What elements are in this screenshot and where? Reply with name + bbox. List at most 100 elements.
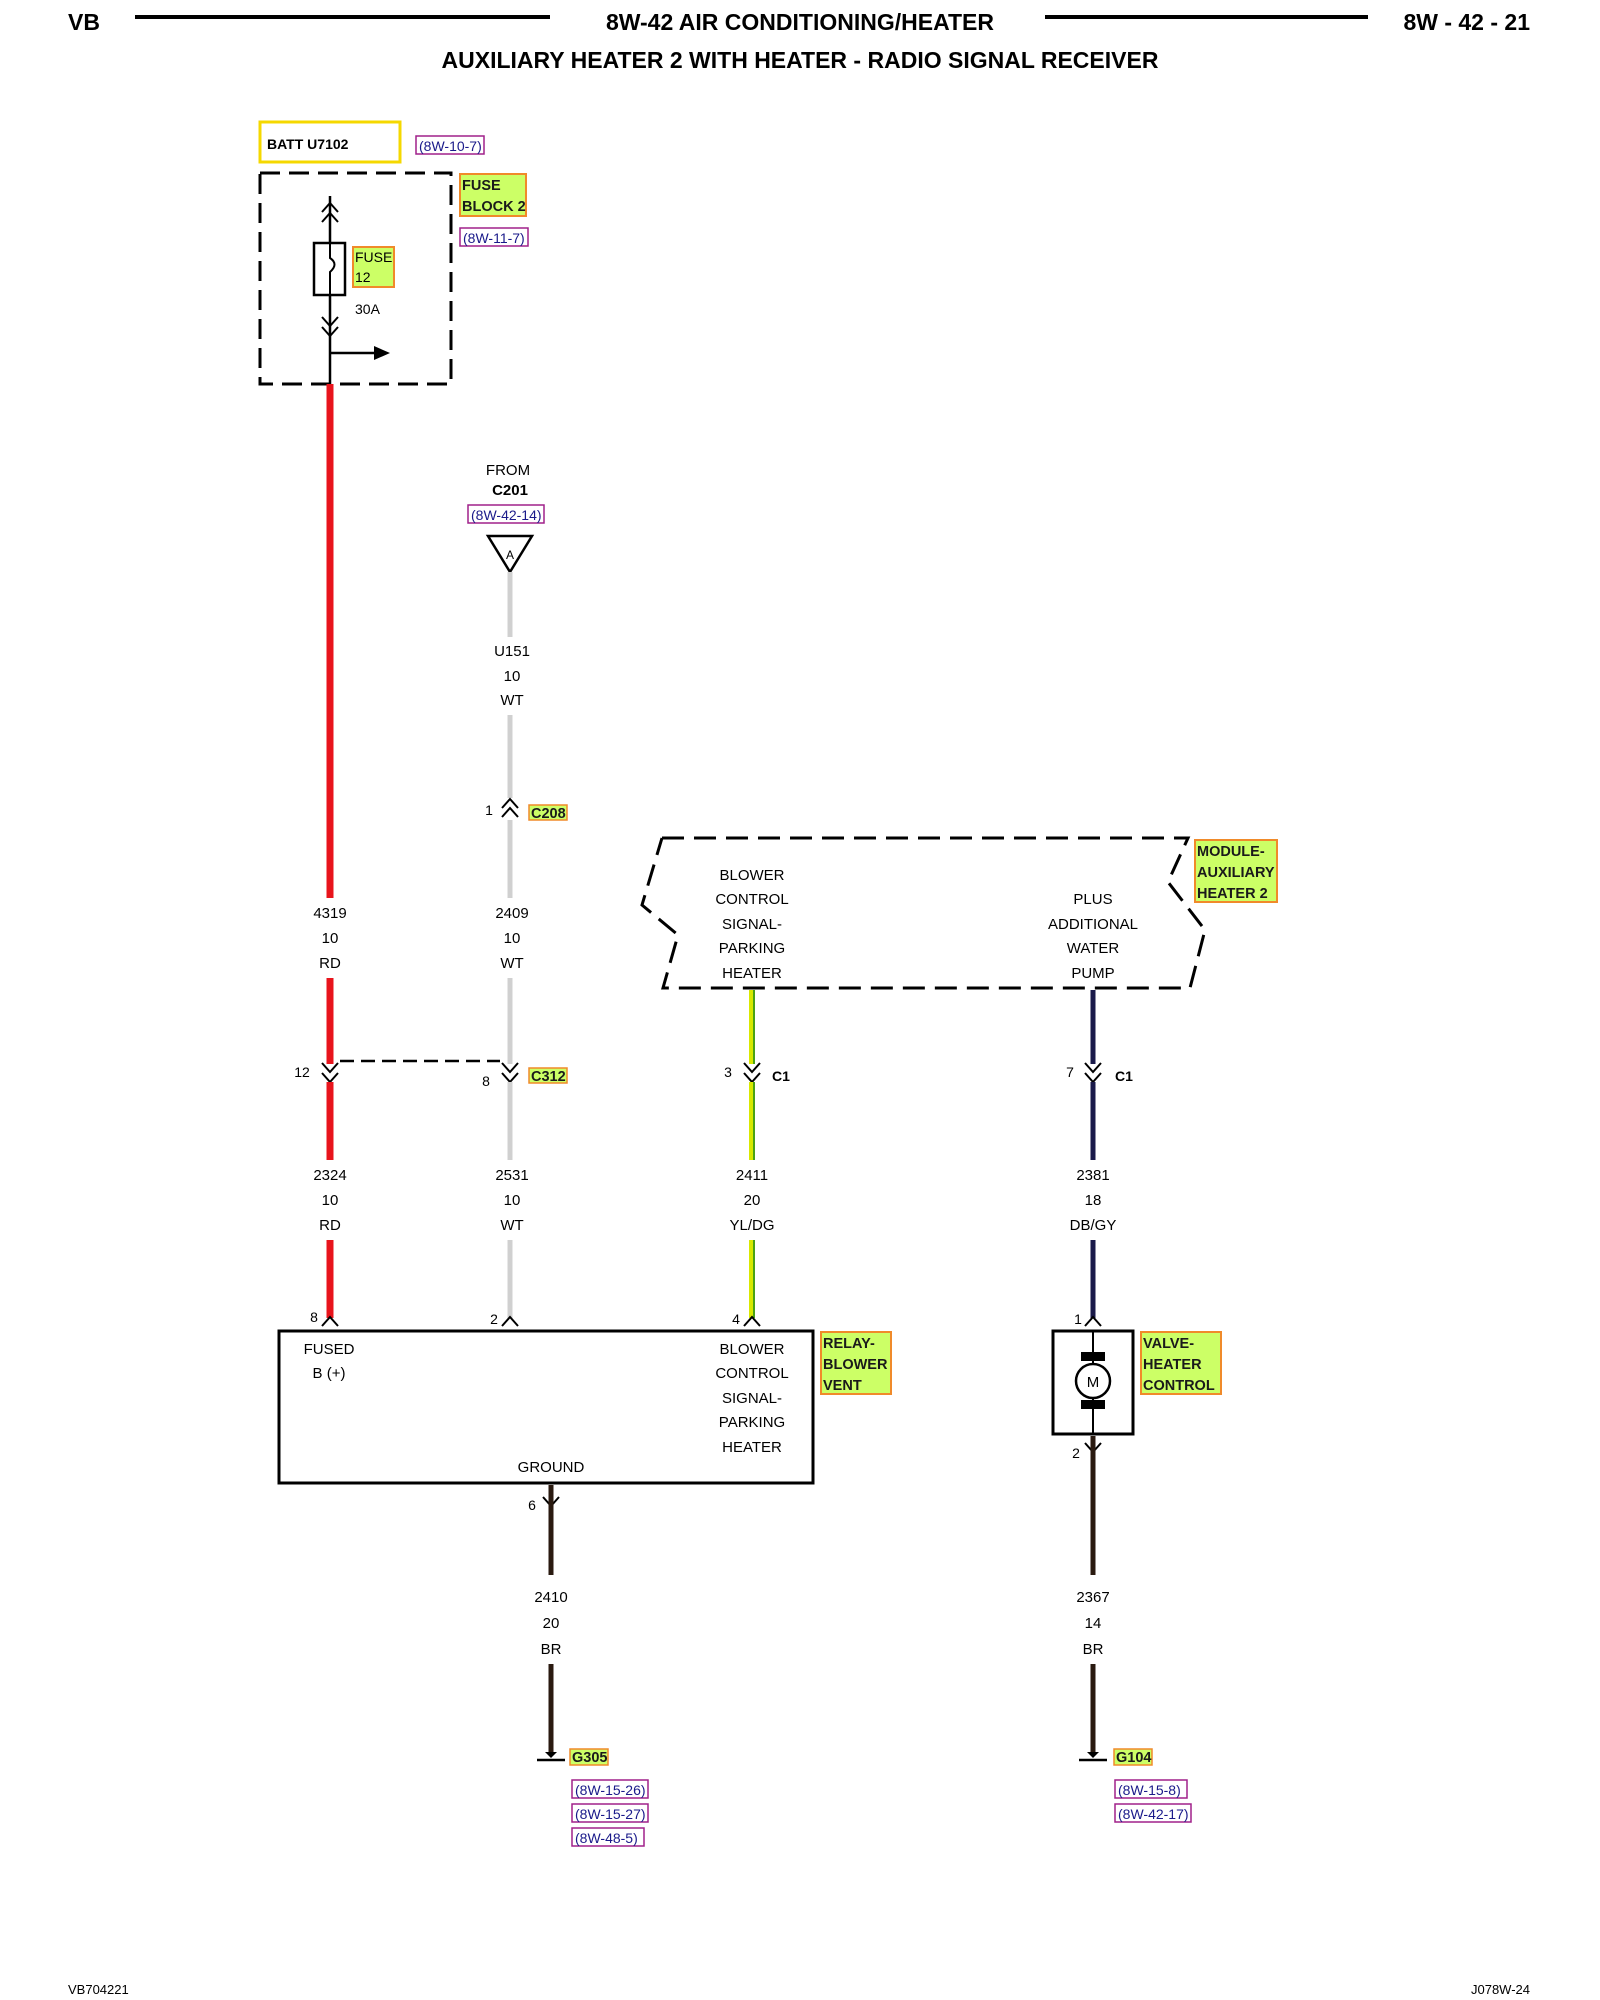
relay-name-line3: VENT: [823, 1378, 862, 1394]
valve-pin1-connector: [1084, 1315, 1102, 1327]
off-page-terminal: A: [506, 548, 514, 562]
c312-pin12-connector-b: [321, 1072, 339, 1084]
g104-ref2[interactable]: (8W-42-17): [1118, 1806, 1189, 1822]
g305-ref1[interactable]: (8W-15-26): [575, 1782, 646, 1798]
wire-4319-circuit: 4319: [313, 905, 346, 922]
relay-right-text-4: PARKING: [719, 1414, 785, 1431]
module-name-line1: MODULE-: [1197, 844, 1265, 860]
wire-u151-circuit: U151: [494, 643, 530, 660]
fuse-rating: 30A: [355, 301, 381, 317]
fuse-in-connector-b: [321, 211, 339, 223]
c312-label: C312: [531, 1069, 566, 1085]
module-right-text-3: WATER: [1067, 940, 1120, 957]
g104-ref1-box[interactable]: [1114, 1779, 1188, 1799]
relay-pin8: 8: [310, 1309, 318, 1325]
wire-2531-gauge: 10: [504, 1192, 521, 1209]
relay-name-line2: BLOWER: [823, 1357, 888, 1373]
fuse-in-connector-a: [321, 201, 339, 213]
wire-2367-gauge: 14: [1085, 1615, 1102, 1632]
relay-label-box: [820, 1331, 892, 1395]
module-right-text: PLUS ADDITIONAL WATER PUMP: [1048, 891, 1138, 982]
wire-2411-circuit: 2411: [736, 1167, 768, 1184]
relay-ground-label: GROUND: [518, 1459, 585, 1476]
fuse-out-connector-b: [321, 326, 339, 338]
wire-2410-color: BR: [541, 1641, 562, 1658]
wire-u151-gauge: 10: [504, 668, 521, 685]
wire-2409-gauge: 10: [504, 930, 521, 947]
g305-ground-icon-tip: [545, 1752, 557, 1758]
c1-pin7-connector-a: [1084, 1062, 1102, 1074]
fuse-block-ref-box[interactable]: [459, 227, 529, 247]
footer-left: VB704221: [68, 1982, 129, 1997]
valve-label-box: [1140, 1331, 1222, 1395]
from-ref-box[interactable]: [467, 504, 545, 524]
c208-label: C208: [531, 806, 566, 822]
header-left: VB: [68, 9, 100, 35]
g305-ref3-box[interactable]: [571, 1827, 645, 1847]
wire-2411-gauge: 20: [744, 1192, 761, 1209]
wire-2409-circuit: 2409: [495, 905, 528, 922]
module-left-text-4: PARKING: [719, 940, 785, 957]
relay-right-text: BLOWER CONTROL SIGNAL- PARKING HEATER: [715, 1341, 788, 1456]
relay-fused-line1: FUSED: [304, 1341, 355, 1358]
g305-ref2-box[interactable]: [571, 1803, 649, 1823]
footer-right: J078W-24: [1471, 1982, 1530, 1997]
fuse-block-outline: [258, 171, 453, 386]
battery-ref-box[interactable]: [415, 135, 485, 155]
wire-2367-circuit: 2367: [1076, 1589, 1109, 1606]
module-left-text-5: HEATER: [722, 965, 782, 982]
c208-pin: 1: [485, 802, 493, 818]
wire-2531-circuit: 2531: [495, 1167, 528, 1184]
g305-label-box: [569, 1748, 609, 1766]
page-title: 8W-42 AIR CONDITIONING/HEATER: [606, 9, 994, 35]
fuse-element: [329, 243, 336, 295]
relay-pin4-connector: [743, 1315, 761, 1327]
c1-pin7-connector-b: [1084, 1072, 1102, 1084]
c208-connector-a: [501, 797, 519, 809]
c312-pin12: 12: [294, 1064, 310, 1080]
module-left-text-3: SIGNAL-: [722, 916, 782, 933]
motor-icon: [1074, 1362, 1112, 1400]
c312-pin12-connector-a: [321, 1062, 339, 1074]
g104-ref1[interactable]: (8W-15-8): [1118, 1782, 1181, 1798]
valve-terminal-bottom: [1081, 1400, 1105, 1409]
from-ref[interactable]: (8W-42-14): [471, 507, 542, 523]
c1-pin3-connector-b: [743, 1072, 761, 1084]
g305-ref1-box[interactable]: [571, 1779, 649, 1799]
c312-pin8-connector-a: [501, 1062, 519, 1074]
relay-right-text-2: CONTROL: [715, 1365, 788, 1382]
valve-terminal-top: [1081, 1352, 1105, 1361]
fuse-block-label-box: [459, 173, 527, 217]
wire-2410-gauge: 20: [543, 1615, 560, 1632]
g305-ref2[interactable]: (8W-15-27): [575, 1806, 646, 1822]
c1-left-label: C1: [772, 1068, 790, 1084]
relay-box: [277, 1329, 815, 1485]
g104-ref2-box[interactable]: [1114, 1803, 1192, 1823]
module-right-text-1: PLUS: [1073, 891, 1112, 908]
valve-name-line2: HEATER: [1143, 1357, 1202, 1373]
relay-pin8-connector: [321, 1315, 339, 1327]
c208-connector-b: [501, 806, 519, 818]
wire-2324-gauge: 10: [322, 1192, 339, 1209]
c312-pin8-connector-b: [501, 1072, 519, 1084]
fuse-out-connector-a: [321, 316, 339, 328]
from-label: FROM: [486, 462, 530, 479]
fuse-label-line2: 12: [355, 269, 371, 285]
module-left-text-2: CONTROL: [715, 891, 788, 908]
off-page-triangle: [485, 534, 535, 575]
g305-label: G305: [572, 1750, 607, 1766]
valve-pin1: 1: [1074, 1311, 1082, 1327]
fuse-block-label-line2: BLOCK 2: [462, 199, 526, 215]
wire-4319-gauge: 10: [322, 930, 339, 947]
g305-ref3[interactable]: (8W-48-5): [575, 1830, 638, 1846]
valve-name-line3: CONTROL: [1143, 1378, 1215, 1394]
wire-2381-circuit: 2381: [1076, 1167, 1109, 1184]
fuse-block-ref[interactable]: (8W-11-7): [463, 230, 525, 246]
wire-2409-color: WT: [500, 955, 523, 972]
relay-right-text-3: SIGNAL-: [722, 1390, 782, 1407]
battery-box: [258, 120, 402, 164]
fuse-block-label-line1: FUSE: [462, 178, 501, 194]
battery-ref[interactable]: (8W-10-7): [419, 138, 482, 154]
relay-pin4: 4: [732, 1311, 740, 1327]
wire-4319-color: RD: [319, 955, 341, 972]
